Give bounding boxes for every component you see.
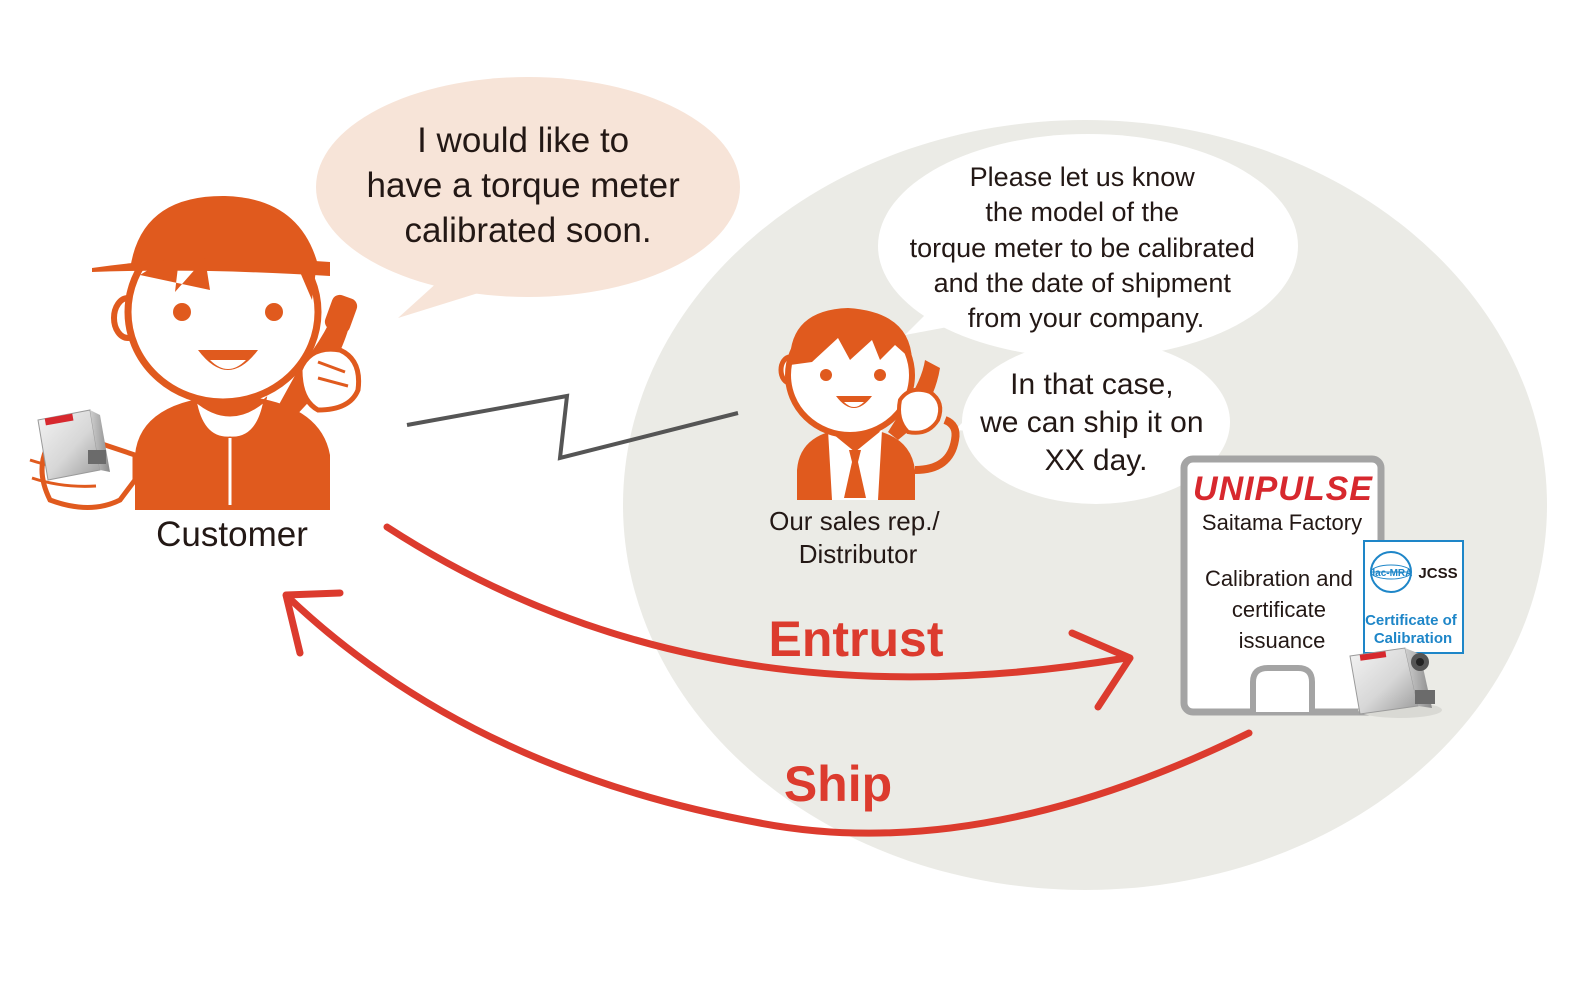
sales-speech-1-line-4: and the date of shipment [934,268,1232,298]
certificate-title-line-1: Certificate of [1365,612,1458,629]
factory-torque-meter-device-icon [1349,647,1442,718]
sales-speech-2-line-1: In that case, [1010,368,1173,401]
svg-text:Our sales rep./ Distribu: Our sales rep./ Distributor [769,506,947,569]
sales-speech-bubble-bottom: In that case, we can ship it on XX day. [955,340,1230,504]
factory-name: Saitama Factory [1202,510,1362,535]
customer-speech-bubble: I would like to have a torque meter cali… [316,77,740,318]
svg-text:I would like to have a: I would like to have a torque meter cali… [367,121,690,250]
sales-speech-1-line-2: the model of the [985,197,1179,227]
sales-rep-with-phone-icon [778,308,960,500]
customer-speech-line-2: have a torque meter [367,166,681,205]
unipulse-logo: UNIPULSE [1193,470,1373,508]
entrust-arrow [383,523,1134,711]
customer-speech-line-3: calibrated soon. [404,211,651,250]
factory-process-line-3: issuance [1239,628,1326,653]
sales-speech-2-line-3: XX day. [1045,444,1148,477]
customer-speech-line-1: I would like to [417,121,629,160]
certificate-document-icon [1363,540,1464,654]
factory-process-line-2: certificate [1232,597,1326,622]
sales-label-line-2: Distributor [799,539,918,569]
phone-connection-zigzag-icon [406,393,739,461]
sales-speech-1-line-1: Please let us know [970,162,1196,192]
svg-text:Calibration and certific: Calibration and certificate issuance [1205,566,1359,653]
svg-text:Please let us know the: Please let us know the model of the torq… [910,162,1263,333]
sales-speech-1-line-3: torque meter to be calibrated [910,233,1255,263]
sales-speech-2-line-2: we can ship it on [979,406,1203,439]
svg-text:In that case, we can s: In that case, we can ship it on XX day. [979,368,1212,477]
factory-process-line-1: Calibration and [1205,566,1353,591]
certificate-title-line-2: Calibration [1374,630,1452,647]
ship-arrow [282,589,1253,837]
svg-text:Certificate of Calibrati: Certificate of Calibration [1365,612,1461,647]
sales-speech-bubble-top: Please let us know the model of the torq… [878,134,1298,358]
sales-label-line-1: Our sales rep./ [769,506,940,536]
ship-label: Ship [784,756,892,812]
jcss-mark-text: JCSS [1418,565,1457,582]
customer-label: Customer [156,515,308,554]
ilac-mark-text: ilac-MRA [1370,568,1413,579]
entrust-label: Entrust [769,611,944,667]
sales-speech-1-line-5: from your company. [968,303,1205,333]
customer-torque-meter-device-icon [37,409,110,481]
